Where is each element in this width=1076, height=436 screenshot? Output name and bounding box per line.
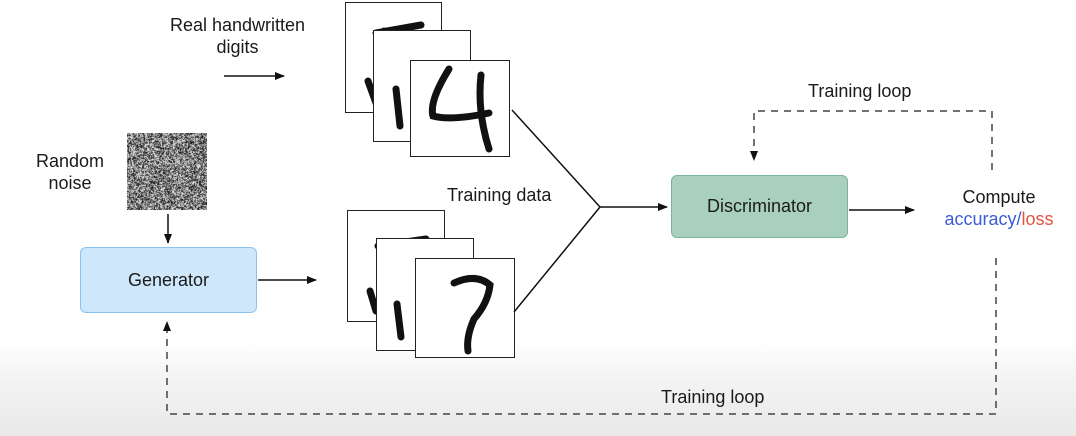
fake-data-line	[513, 206, 601, 313]
discriminator-label: Discriminator	[706, 196, 812, 216]
compute-label-line1: Compute	[962, 187, 1036, 207]
real-digits-label: Real handwritten digits	[150, 14, 325, 58]
generated-digit-card-3	[415, 258, 515, 358]
real-digits-label-line1: Real handwritten	[169, 15, 306, 35]
random-noise-label-line2: noise	[48, 173, 92, 193]
compute-label: Compute accuracy/loss	[924, 186, 1074, 230]
digit-fragment-icon	[393, 300, 405, 341]
generator-label: Generator	[127, 269, 210, 290]
generator-box: Generator	[80, 247, 257, 313]
training-loop-bottom-label: Training loop	[661, 387, 765, 407]
random-noise-label-line1: Random	[35, 151, 105, 171]
accuracy-loss-label: accuracy/loss	[924, 208, 1074, 230]
training-data-label: Training data	[447, 185, 552, 205]
real-data-line	[511, 109, 601, 208]
discriminator-box: Discriminator	[671, 175, 848, 238]
loss-text: loss	[1021, 209, 1054, 229]
digit-fragment-icon	[392, 85, 404, 130]
digit-four-icon	[428, 65, 493, 153]
random-noise-label: Random noise	[20, 150, 120, 194]
real-digit-card-3	[410, 60, 510, 157]
random-noise-image	[127, 133, 207, 210]
training-loop-bottom-path	[163, 258, 997, 415]
digit-seven-icon	[450, 275, 494, 355]
accuracy-text: accuracy	[944, 209, 1017, 229]
training-loop-top-label: Training loop	[808, 81, 912, 101]
training-loop-top-path	[750, 110, 993, 170]
real-digits-label-line2: digits	[216, 37, 259, 57]
slash-text: /	[1016, 209, 1022, 229]
